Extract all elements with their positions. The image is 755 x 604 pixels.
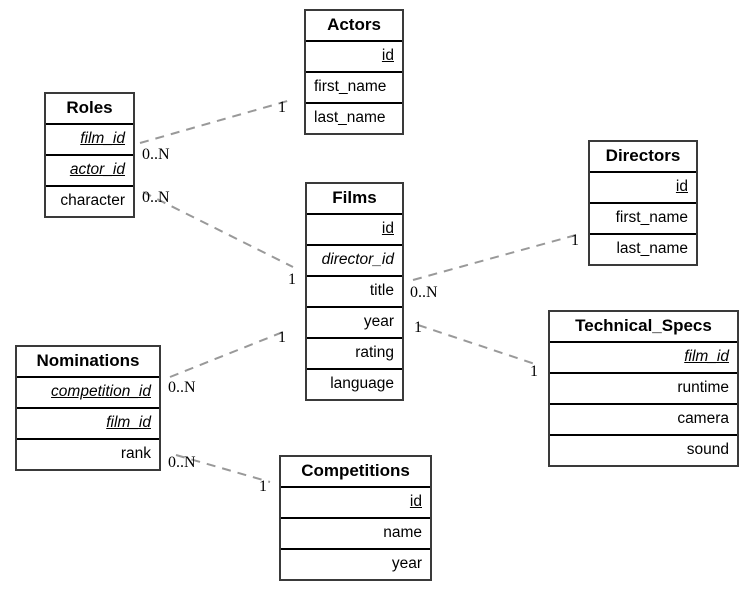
entity-title-nominations: Nominations <box>17 347 159 378</box>
attribute-label-competitions-name: name <box>383 524 422 541</box>
attribute-row-nominations-rank[interactable]: rank <box>17 440 159 469</box>
attribute-label-nominations-film_id: film_id <box>106 414 151 431</box>
cardinality-label-films-technical-specs-to: 1 <box>530 363 538 380</box>
attribute-row-films-id[interactable]: id <box>307 215 402 246</box>
attribute-row-films-language[interactable]: language <box>307 370 402 399</box>
attribute-row-directors-id[interactable]: id <box>590 173 696 204</box>
attribute-row-nominations-competition_id[interactable]: competition_id <box>17 378 159 409</box>
cardinality-label-roles-films-to: 1 <box>288 271 296 288</box>
attribute-row-actors-last_name[interactable]: last_name <box>306 104 402 133</box>
entity-title-technical_specs: Technical_Specs <box>550 312 737 343</box>
attribute-label-roles-character: character <box>60 192 125 209</box>
cardinality-label-films-directors-to: 1 <box>571 232 579 249</box>
entity-title-films: Films <box>307 184 402 215</box>
attribute-row-directors-last_name[interactable]: last_name <box>590 235 696 264</box>
relationship-line-nominations-competitions <box>175 454 271 483</box>
entity-title-roles: Roles <box>46 94 133 125</box>
entity-table-actors[interactable]: Actors id first_name last_name <box>304 9 404 135</box>
attribute-row-films-title[interactable]: title <box>307 277 402 308</box>
attribute-label-films-title: title <box>369 282 394 299</box>
cardinality-label-films-directors-from: 0..N <box>410 284 438 301</box>
cardinality-label-nominations-competitions-to: 1 <box>259 478 267 495</box>
attribute-label-films-language: language <box>330 375 394 392</box>
attribute-label-films-year: year <box>363 313 394 330</box>
relationship-line-roles-films <box>142 191 294 268</box>
attribute-row-actors-first_name[interactable]: first_name <box>306 73 402 104</box>
relationship-line-films-directors <box>412 234 577 281</box>
attribute-row-roles-character[interactable]: character <box>46 187 133 216</box>
attribute-row-technical_specs-camera[interactable]: camera <box>550 405 737 436</box>
cardinality-label-roles-films-from: 0..N <box>142 189 170 206</box>
cardinality-label-nominations-films-from: 0..N <box>168 379 196 396</box>
attribute-label-competitions-id: id <box>409 493 422 510</box>
attribute-label-directors-first_name: first_name <box>615 209 688 226</box>
relationship-line-nominations-films <box>169 331 284 378</box>
entity-title-actors: Actors <box>306 11 402 42</box>
attribute-row-technical_specs-sound[interactable]: sound <box>550 436 737 465</box>
attribute-row-directors-first_name[interactable]: first_name <box>590 204 696 235</box>
entity-title-directors: Directors <box>590 142 696 173</box>
attribute-label-actors-first_name: first_name <box>314 78 387 95</box>
attribute-label-directors-id: id <box>675 178 688 195</box>
relationship-line-films-technical-specs <box>417 324 539 366</box>
attribute-row-technical_specs-film_id[interactable]: film_id <box>550 343 737 374</box>
attribute-label-nominations-rank: rank <box>120 445 151 462</box>
entity-table-directors[interactable]: Directors id first_name last_name <box>588 140 698 266</box>
attribute-label-technical_specs-camera: camera <box>677 410 729 427</box>
attribute-row-technical_specs-runtime[interactable]: runtime <box>550 374 737 405</box>
attribute-label-actors-id: id <box>381 47 394 64</box>
attribute-row-competitions-id[interactable]: id <box>281 488 430 519</box>
attribute-label-competitions-year: year <box>391 555 422 572</box>
entity-table-competitions[interactable]: Competitions id name year <box>279 455 432 581</box>
attribute-row-actors-id[interactable]: id <box>306 42 402 73</box>
attribute-row-films-director_id[interactable]: director_id <box>307 246 402 277</box>
attribute-label-technical_specs-runtime: runtime <box>677 379 729 396</box>
attribute-label-films-id: id <box>381 220 394 237</box>
cardinality-label-films-technical-specs-from: 1 <box>414 319 422 336</box>
attribute-row-roles-actor_id[interactable]: actor_id <box>46 156 133 187</box>
attribute-row-competitions-year[interactable]: year <box>281 550 430 579</box>
cardinality-label-nominations-films-to: 1 <box>278 329 286 346</box>
attribute-row-roles-film_id[interactable]: film_id <box>46 125 133 156</box>
cardinality-label-roles-actors-from: 0..N <box>142 146 170 163</box>
attribute-row-films-year[interactable]: year <box>307 308 402 339</box>
attribute-label-actors-last_name: last_name <box>314 109 386 126</box>
attribute-row-nominations-film_id[interactable]: film_id <box>17 409 159 440</box>
entity-title-competitions: Competitions <box>281 457 430 488</box>
attribute-label-roles-actor_id: actor_id <box>69 161 125 178</box>
attribute-label-technical_specs-film_id: film_id <box>684 348 729 365</box>
attribute-label-nominations-competition_id: competition_id <box>51 383 151 400</box>
attribute-label-roles-film_id: film_id <box>80 130 125 147</box>
cardinality-label-nominations-competitions-from: 0..N <box>168 454 196 471</box>
entity-table-roles[interactable]: Roles film_id actor_id character <box>44 92 135 218</box>
relationship-line-roles-actors <box>139 99 292 144</box>
attribute-label-directors-last_name: last_name <box>616 240 688 257</box>
attribute-row-competitions-name[interactable]: name <box>281 519 430 550</box>
attribute-row-films-rating[interactable]: rating <box>307 339 402 370</box>
attribute-label-films-rating: rating <box>355 344 394 361</box>
cardinality-label-roles-actors-to: 1 <box>278 99 286 116</box>
attribute-label-technical_specs-sound: sound <box>686 441 729 458</box>
attribute-label-films-director_id: director_id <box>321 251 394 268</box>
